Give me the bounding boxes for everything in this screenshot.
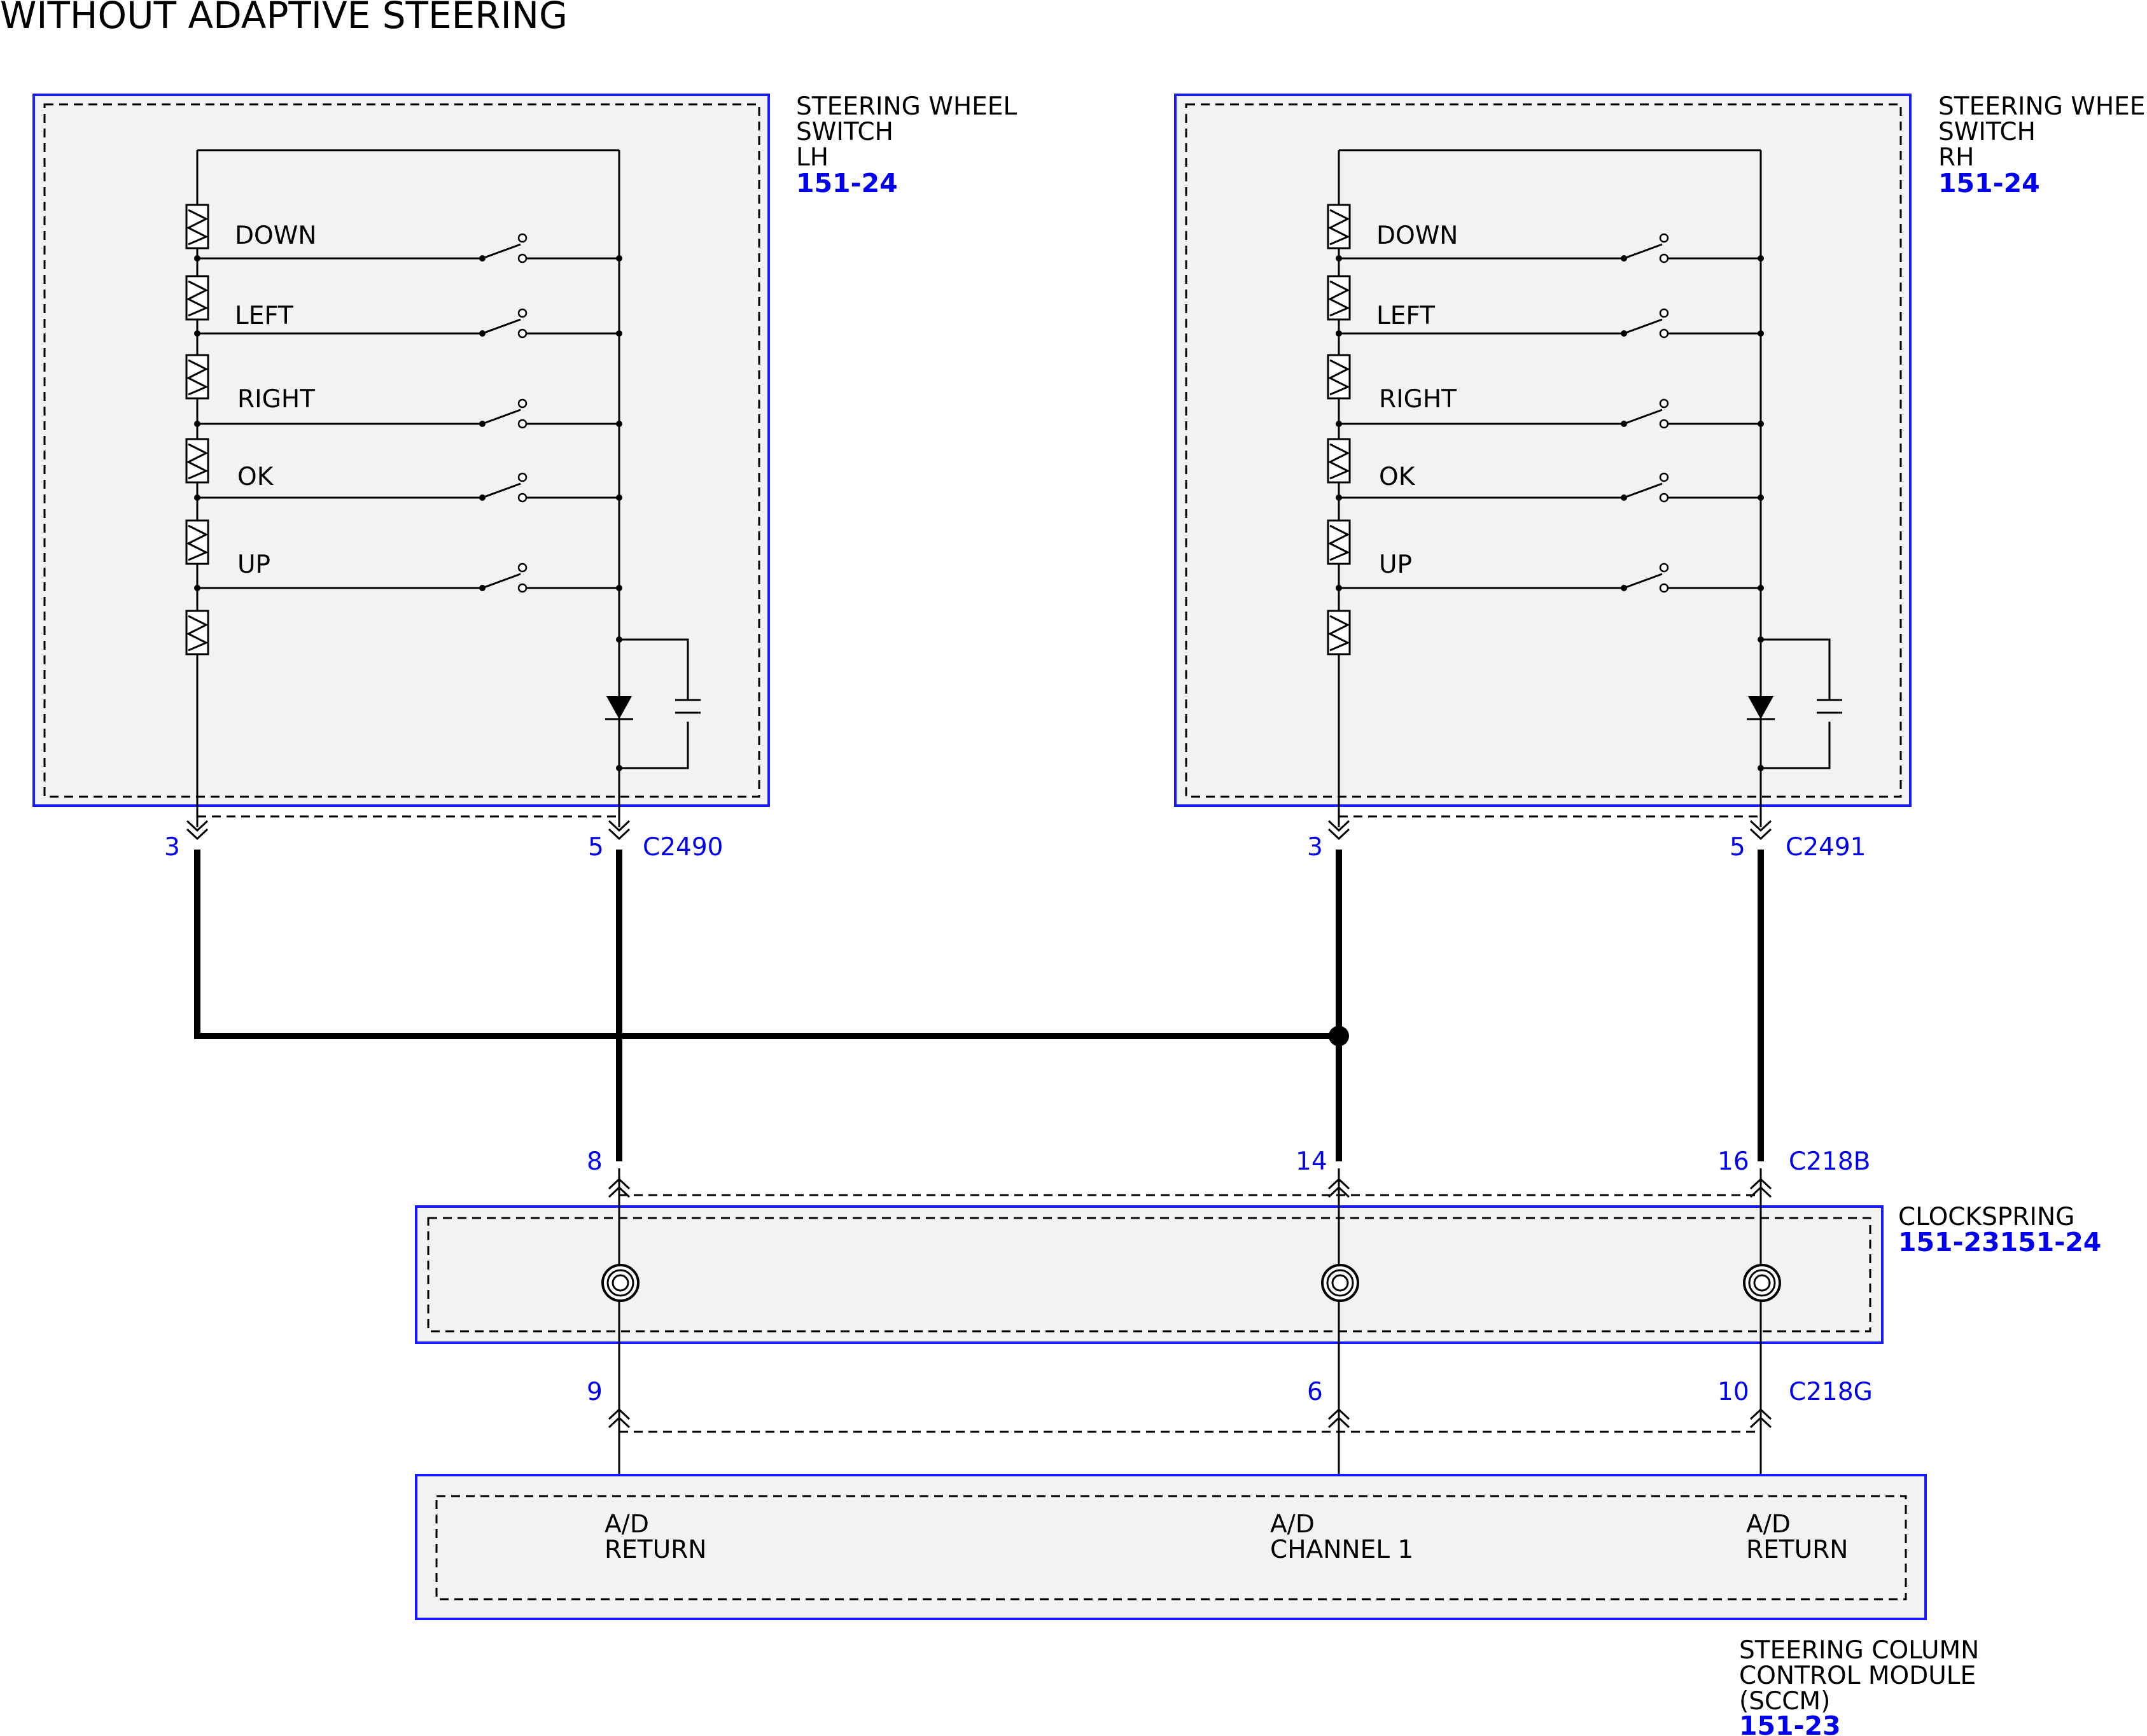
switch-rh-button-down: [1336, 233, 1764, 263]
switch-lh-button-down: [194, 233, 622, 263]
switch-rh-diode-capacitor: [1747, 636, 1842, 771]
sccm-terminal-3-line1: A/D: [1746, 1510, 1791, 1539]
switch-rh-button-right: [1336, 398, 1764, 429]
sccm-terminal-2-line1: A/D: [1270, 1510, 1315, 1539]
sccm-terminal-1-line2: RETURN: [605, 1536, 706, 1564]
clockspring-inner-border: [427, 1217, 1871, 1333]
sccm-ref: 151-23: [1739, 1711, 1841, 1736]
sccm-terminal-1-line1: A/D: [605, 1510, 649, 1539]
wire-lh-pin3-to-splice: [194, 850, 1339, 1039]
switch-lh-name-line2: SWITCH: [796, 118, 893, 146]
switch-rh-resistor-ladder: [1327, 204, 1351, 655]
connector-c2490-label: C2490: [643, 833, 723, 862]
connector-c218b: 8 14 16 C218B: [587, 1147, 1870, 1203]
pin-14-terminal: [1327, 1168, 1350, 1203]
switch-lh-resistor-ladder: [185, 204, 209, 655]
switch-rh-label-down: DOWN: [1376, 221, 1458, 250]
switch-rh-label-left: LEFT: [1376, 302, 1435, 330]
sccm-box: [415, 1474, 1927, 1620]
switch-rh-button-ok: [1336, 472, 1764, 503]
switch-lh-diode-capacitor: [605, 636, 701, 771]
switch-rh-button-up: [1336, 563, 1764, 593]
clockspring-coil-3: [1743, 1264, 1781, 1302]
steering-wheel-switch-lh: STEERING WHEEL SWITCH LH 151-24: [32, 92, 1017, 827]
clockspring-coil-1: [601, 1264, 640, 1302]
connector-c218g-pin-6: 6: [1307, 1378, 1323, 1406]
clockspring-internal-wires: [618, 1203, 1762, 1273]
pin-6-terminal: [1327, 1408, 1350, 1429]
switch-rh-name-line1: STEERING WHEEL: [1938, 92, 2147, 121]
connector-c218g-pin-10: 10: [1717, 1378, 1749, 1406]
switch-lh-label-left: LEFT: [235, 302, 293, 330]
connector-c218b-pin-16: 16: [1717, 1147, 1749, 1176]
switch-lh-box: [32, 94, 770, 807]
connector-c218g-label: C218G: [1789, 1378, 1873, 1406]
sccm-name-line3: (SCCM): [1739, 1687, 1830, 1716]
switch-rh-label-right: RIGHT: [1379, 385, 1457, 414]
connector-c2490-pin-3: 3: [164, 833, 180, 862]
pin-16-terminal: [1749, 1168, 1772, 1203]
sccm-terminal-2-line2: CHANNEL 1: [1270, 1536, 1413, 1564]
sccm-name-line2: CONTROL MODULE: [1739, 1662, 1976, 1690]
switch-rh-button-left: [1336, 308, 1764, 339]
connector-c218g-pin-9: 9: [587, 1378, 603, 1406]
sccm-inner-border: [435, 1495, 1907, 1600]
switch-lh-name-line1: STEERING WHEEL: [796, 92, 1017, 121]
connector-c2491-pin-3: 3: [1307, 833, 1323, 862]
splice-dot: [1329, 1026, 1349, 1046]
switch-lh-button-ok: [194, 472, 622, 503]
sccm-terminal-3-line2: RETURN: [1746, 1536, 1848, 1564]
diagram-title: WITHOUT ADAPTIVE STEERING: [0, 0, 568, 37]
switch-rh-name-line3: RH: [1938, 143, 1974, 172]
pin-9-terminal: [608, 1408, 631, 1429]
connector-c218g: 9 6 10 C218G: [587, 1378, 1873, 1433]
switch-lh-label-right: RIGHT: [237, 385, 315, 414]
switch-rh-label-ok: OK: [1379, 463, 1416, 491]
switch-lh-button-right: [194, 398, 622, 429]
pin-8-terminal: [608, 1168, 631, 1203]
pin-3-rh-terminal: [1327, 820, 1350, 841]
switch-lh-name-line3: LH: [796, 143, 829, 172]
switch-lh-inner-border: [43, 103, 760, 798]
switch-lh-label-down: DOWN: [235, 221, 316, 250]
switch-lh-label-ok: OK: [237, 463, 274, 491]
switch-rh-name-line2: SWITCH: [1938, 118, 2036, 146]
connector-c2491-pin-5: 5: [1730, 833, 1745, 862]
pin-3-lh-terminal: [186, 820, 209, 841]
switch-lh-label-up: UP: [237, 550, 270, 579]
clockspring-ref: 151-23151-24: [1898, 1227, 2101, 1257]
connector-c2490: 3 5 C2490: [164, 815, 723, 862]
clockspring-box: [415, 1205, 1884, 1344]
pin-10-terminal: [1749, 1408, 1772, 1429]
pin-5-lh-terminal: [608, 820, 631, 841]
switch-lh-ref: 151-24: [796, 168, 898, 199]
clockspring-coil-2: [1321, 1264, 1359, 1302]
switch-rh-label-up: UP: [1379, 550, 1412, 579]
sccm-name-line1: STEERING COLUMN: [1739, 1636, 1979, 1665]
connector-c218b-pin-8: 8: [587, 1147, 603, 1176]
connector-c218b-label: C218B: [1789, 1147, 1870, 1176]
clockspring-name: CLOCKSPRING: [1898, 1203, 2074, 1231]
switch-rh-box: [1174, 94, 1912, 807]
connector-c218b-pin-14: 14: [1296, 1147, 1327, 1176]
connector-c2490-pin-5: 5: [588, 833, 604, 862]
connector-c2491: 3 5 C2491: [1307, 815, 1866, 862]
steering-wheel-switch-rh: STEERING WHEEL SWITCH RH 151-24: [1174, 92, 2147, 827]
clockspring: CLOCKSPRING 151-23151-24: [415, 1203, 2101, 1344]
switch-rh-ref: 151-24: [1938, 168, 2040, 199]
pin-5-rh-terminal: [1749, 820, 1772, 841]
switch-lh-button-left: [194, 308, 622, 339]
wires-clockspring-to-sccm: [618, 1301, 1762, 1497]
switch-lh-button-up: [194, 563, 622, 593]
switch-rh-inner-border: [1185, 103, 1902, 798]
steering-column-control-module: A/D RETURN A/D CHANNEL 1 A/D RETURN STEE…: [415, 1474, 1979, 1736]
connector-c2491-label: C2491: [1786, 833, 1866, 862]
